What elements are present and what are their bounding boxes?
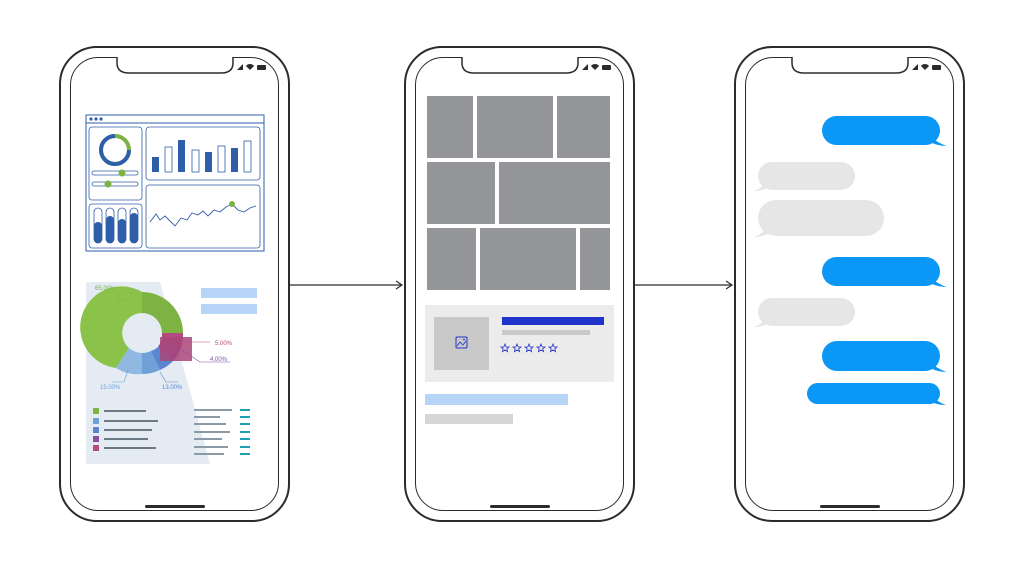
phone-chat bbox=[734, 46, 965, 522]
phone-screen bbox=[745, 57, 954, 511]
